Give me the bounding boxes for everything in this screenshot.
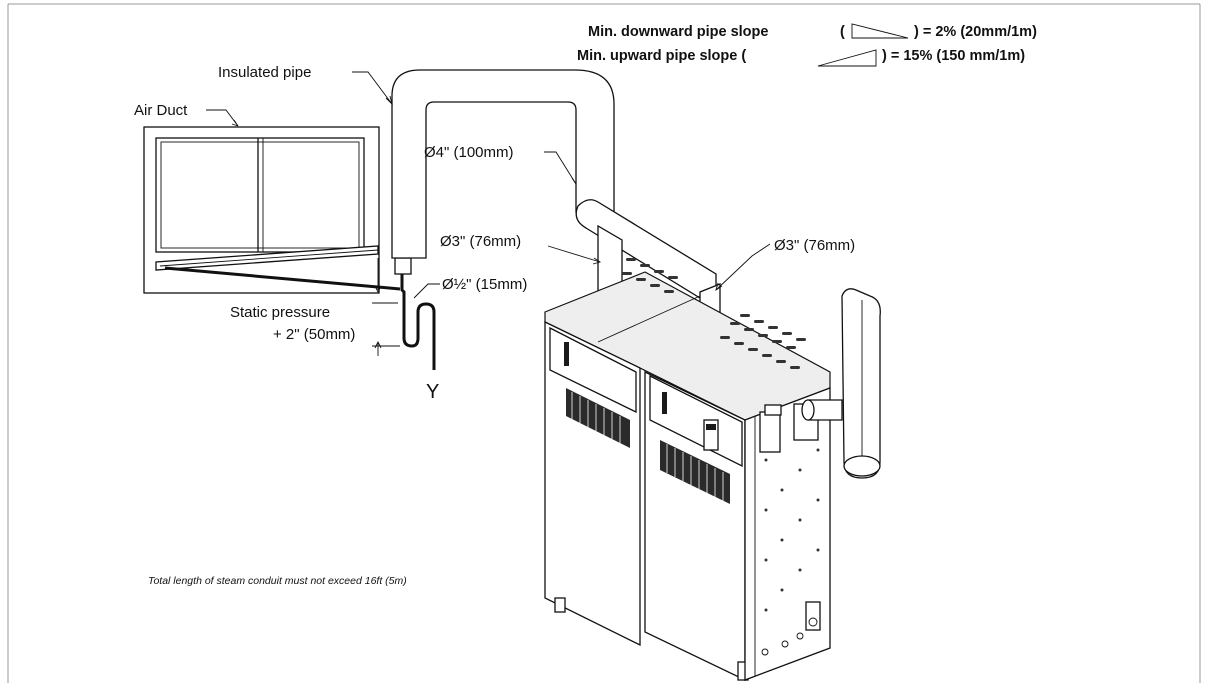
left-vent-grill [566, 388, 630, 448]
plus-2in-label: + 2" (50mm) [273, 326, 355, 343]
pipe-half-in-label: Ø½" (15mm) [442, 276, 527, 293]
slope-notes: Min. downward pipe slope ( ) = 2% (20mm/… [577, 23, 1037, 67]
top-vents [622, 258, 806, 369]
drain-trap [372, 257, 436, 370]
insulated-pipe [391, 69, 615, 259]
air-duct [143, 126, 401, 294]
steam-distributor [801, 288, 881, 479]
leader-lines [206, 71, 771, 299]
pipe-3in-right-label: Ø3" (76mm) [774, 237, 855, 254]
page-frame [7, 3, 1201, 683]
footnote: Total length of steam conduit must not e… [148, 575, 407, 587]
downward-slope-label: Min. downward pipe slope [588, 24, 768, 40]
upward-slope-label: Min. upward pipe slope ( [577, 48, 746, 64]
upward-slope-icon [817, 49, 877, 67]
drain-y-label: Y [426, 381, 439, 403]
downward-slope-icon [851, 23, 909, 39]
insulated-pipe-label: Insulated pipe [218, 64, 311, 81]
air-duct-label: Air Duct [134, 102, 188, 119]
right-vent-grill [660, 440, 730, 504]
pipe-4in-label: Ø4" (100mm) [424, 144, 514, 161]
downward-open-paren: ( [840, 24, 845, 40]
humidifier-unit [544, 258, 831, 682]
upward-slope-value: ) = 15% (150 mm/1m) [882, 48, 1025, 64]
pipe-3in-left-label: Ø3" (76mm) [440, 233, 521, 250]
downward-slope-value: ) = 2% (20mm/1m) [914, 24, 1037, 40]
static-pressure-label: Static pressure [230, 304, 330, 321]
